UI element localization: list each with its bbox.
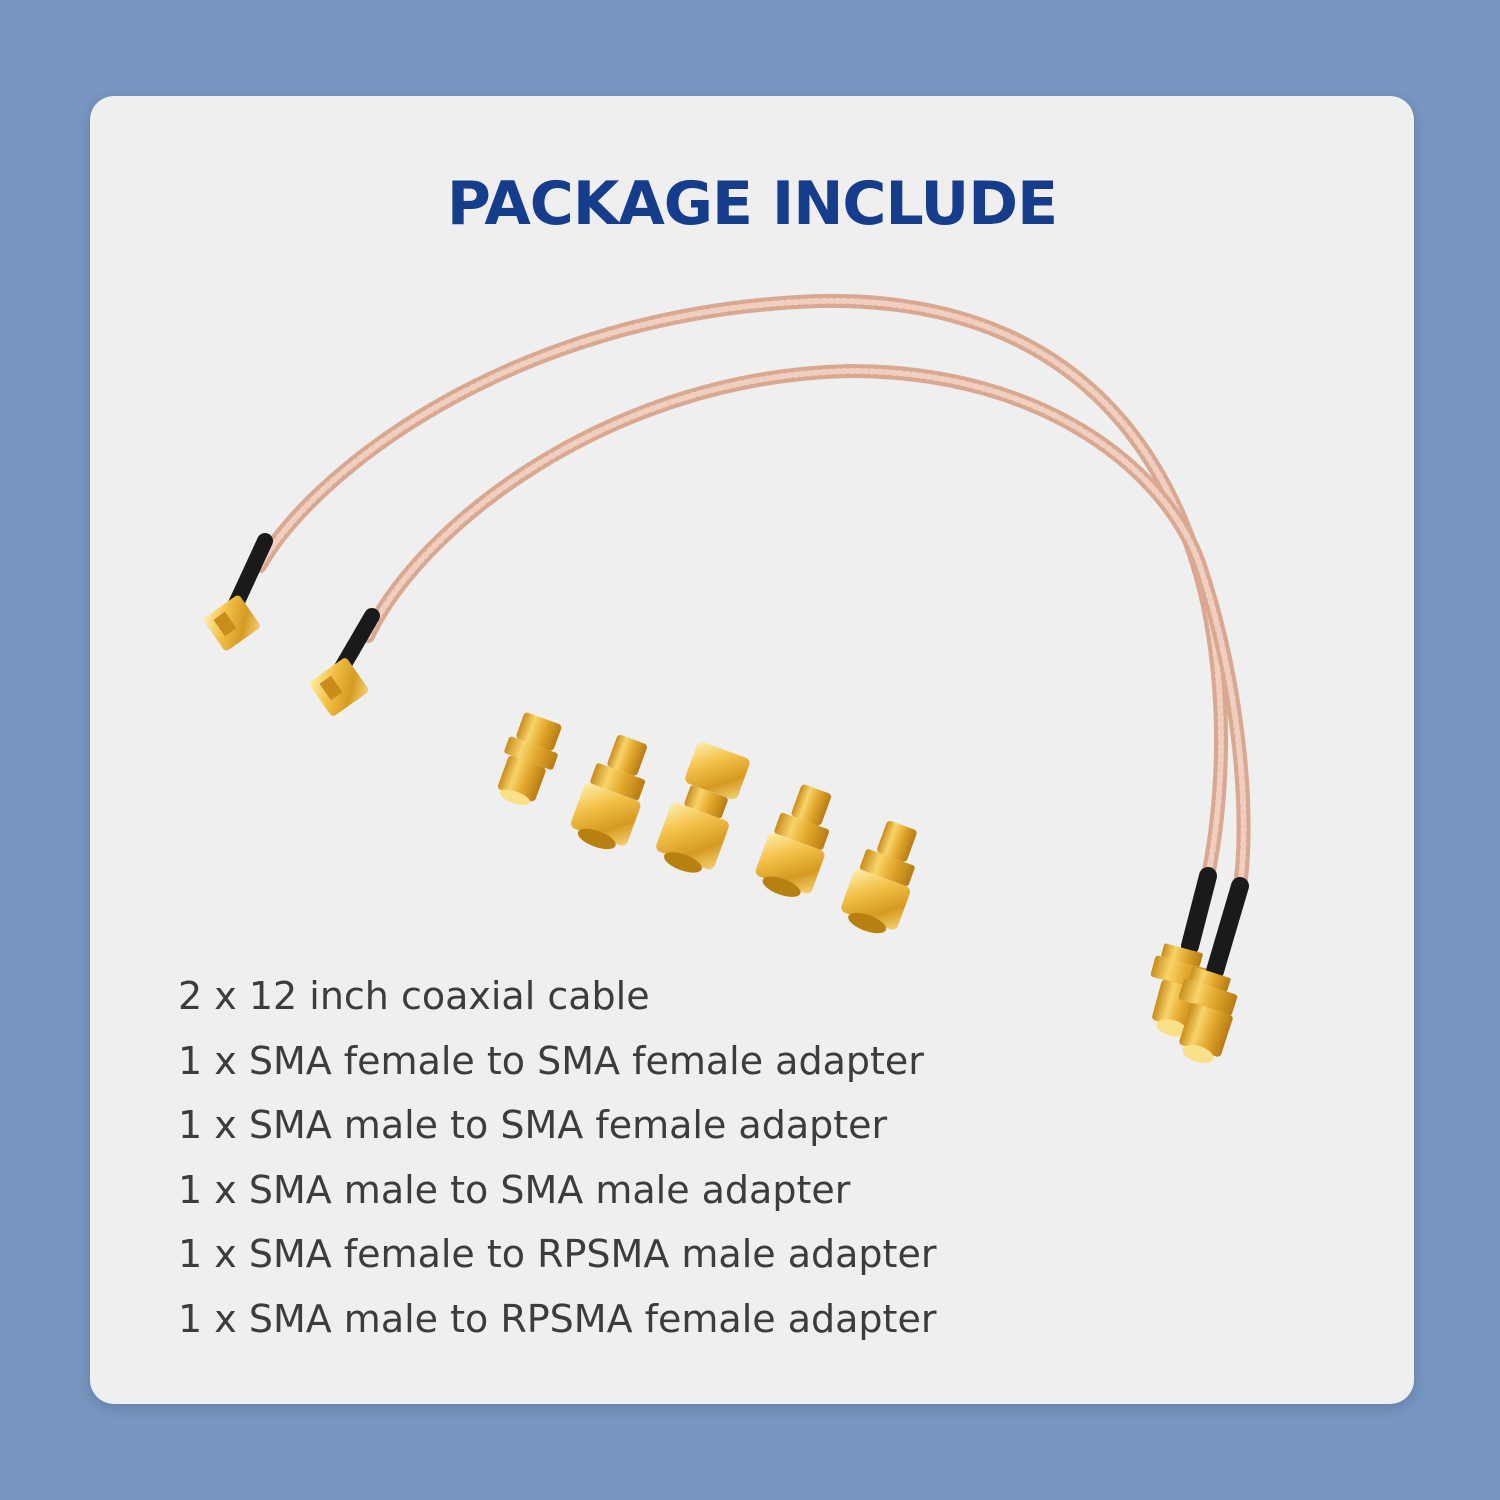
list-item: 1 x SMA male to SMA female adapter xyxy=(178,1103,888,1147)
package-title: PACKAGE INCLUDE xyxy=(446,169,1058,239)
coaxial-cable-2 xyxy=(309,363,1251,1064)
sma-male-to-sma-female-adapter-icon xyxy=(570,735,647,850)
sma-male-to-rpsma-female-adapter-icon xyxy=(841,820,917,934)
list-item: 1 x SMA female to RPSMA male adapter xyxy=(178,1232,937,1276)
list-item: 1 x SMA male to SMA male adapter xyxy=(178,1167,851,1212)
sma-female-to-sma-female-adapter-icon xyxy=(497,712,562,806)
sma-female-bulkhead-icon xyxy=(1178,966,1238,1064)
sma-female-to-rpsma-male-adapter-icon xyxy=(755,784,832,897)
sma-male-connector-icon xyxy=(204,595,260,651)
package-contents-list: 2 x 12 inch coaxial cable 1 x SMA female… xyxy=(178,964,936,1351)
product-illustration xyxy=(204,293,1251,1064)
list-item: 1 x SMA male to RPSMA female adapter xyxy=(178,1296,937,1341)
package-card: PACKAGE INCLUDE xyxy=(90,96,1414,1404)
sma-male-connector-icon xyxy=(309,658,369,716)
sma-male-to-sma-male-adapter-icon xyxy=(656,742,750,873)
list-item: 1 x SMA female to SMA female adapter xyxy=(178,1038,924,1083)
list-item: 2 x 12 inch coaxial cable xyxy=(178,974,650,1018)
